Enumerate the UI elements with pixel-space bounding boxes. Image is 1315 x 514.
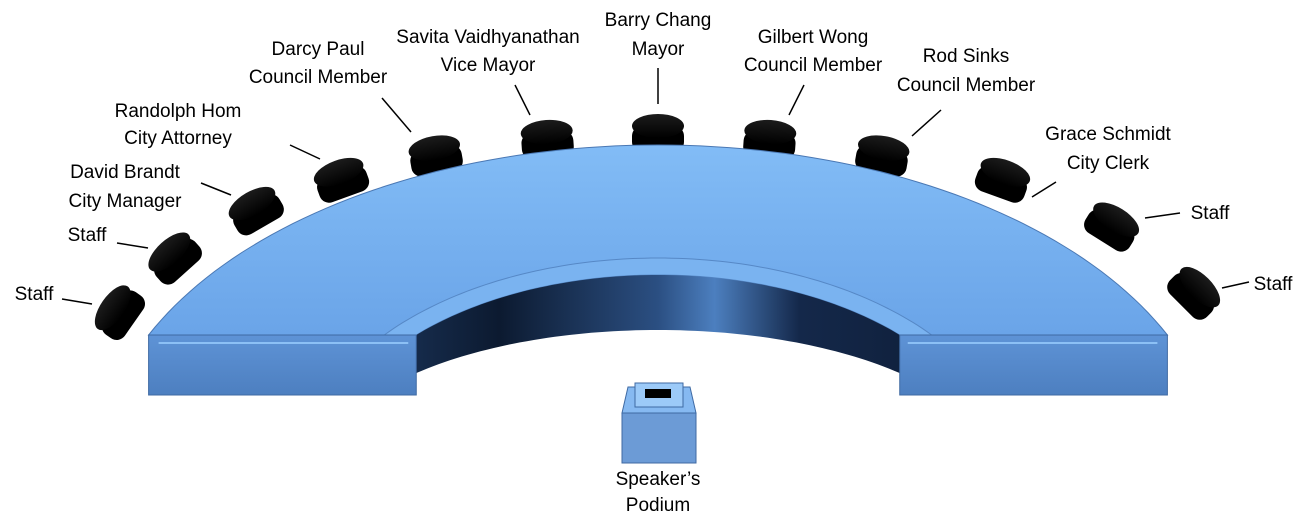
leader-line — [381, 97, 412, 133]
podium-label-line2: Podium — [626, 495, 690, 514]
seat-name-label: Staff — [1191, 203, 1230, 224]
podium-screen — [645, 389, 671, 398]
seat-name-label: Grace Schmidt — [1045, 124, 1171, 145]
leader-line — [116, 242, 149, 249]
seat-title-label: City Clerk — [1067, 153, 1150, 174]
podium-lectern — [634, 382, 684, 408]
chair-top — [632, 114, 684, 138]
podium-front — [621, 412, 697, 464]
chair-base — [154, 238, 202, 285]
seat-name-label: Rod Sinks — [923, 46, 1010, 67]
seat-title-label: Mayor — [632, 39, 685, 60]
seat-title-label: Vice Mayor — [441, 55, 536, 76]
chair-top — [980, 157, 1031, 187]
seat-name-label: Staff — [1254, 274, 1293, 295]
seat-title-label: Council Member — [249, 67, 388, 88]
leader-line — [289, 144, 321, 160]
seat-title-label: City Attorney — [124, 128, 232, 149]
seat-title-label: Council Member — [744, 55, 883, 76]
chair-top — [313, 157, 364, 187]
leader-line — [61, 298, 93, 305]
seat-title-label: Council Member — [897, 75, 1036, 96]
leader-line — [1031, 181, 1057, 198]
dais — [147, 144, 1169, 396]
seat-name-label: Gilbert Wong — [758, 27, 869, 48]
seat-name-label: Savita Vaidhyanathan — [396, 27, 579, 48]
chair-icon — [313, 157, 370, 203]
dais-inner-wall — [375, 275, 941, 395]
chair-top — [1179, 266, 1221, 308]
chair-icon — [1167, 266, 1221, 320]
chair-top — [408, 135, 460, 161]
seat-name-label: Barry Chang — [605, 10, 712, 31]
chair-base — [233, 194, 284, 236]
label-leaders — [61, 68, 1250, 305]
podium-icon — [621, 382, 697, 464]
chair-icon — [974, 157, 1031, 203]
chair-icon — [148, 232, 202, 285]
chair-top — [520, 119, 573, 145]
leader-line — [911, 109, 942, 137]
chair-base — [101, 290, 146, 340]
seat-name-label: Darcy Paul — [272, 39, 365, 60]
podium-label-line1: Speaker’s — [616, 469, 701, 490]
chair-top — [228, 186, 276, 221]
chair-icon — [1084, 202, 1140, 252]
seat-name-label: Staff — [68, 225, 107, 246]
chair-top — [744, 119, 797, 145]
leader-line — [1221, 281, 1250, 289]
seat-name-label: Staff — [15, 284, 54, 305]
dais-right-end-face — [899, 334, 1168, 396]
leader-line — [200, 182, 232, 196]
chair-base — [1084, 209, 1135, 252]
leader-line — [788, 84, 805, 116]
seat-name-label: David Brandt — [70, 162, 181, 183]
chair-top — [94, 285, 131, 331]
chair-icon — [94, 285, 146, 340]
dais-left-end-face — [148, 334, 417, 396]
chair-base — [1167, 272, 1215, 320]
chair-top — [148, 232, 191, 272]
chair-top — [858, 135, 910, 161]
seat-name-label: Randolph Hom — [115, 101, 242, 122]
chair-icon — [228, 186, 284, 236]
seat-title-label: City Manager — [69, 191, 183, 212]
leader-line — [1144, 212, 1181, 219]
leader-line — [514, 84, 531, 116]
chair-top — [1093, 202, 1140, 237]
